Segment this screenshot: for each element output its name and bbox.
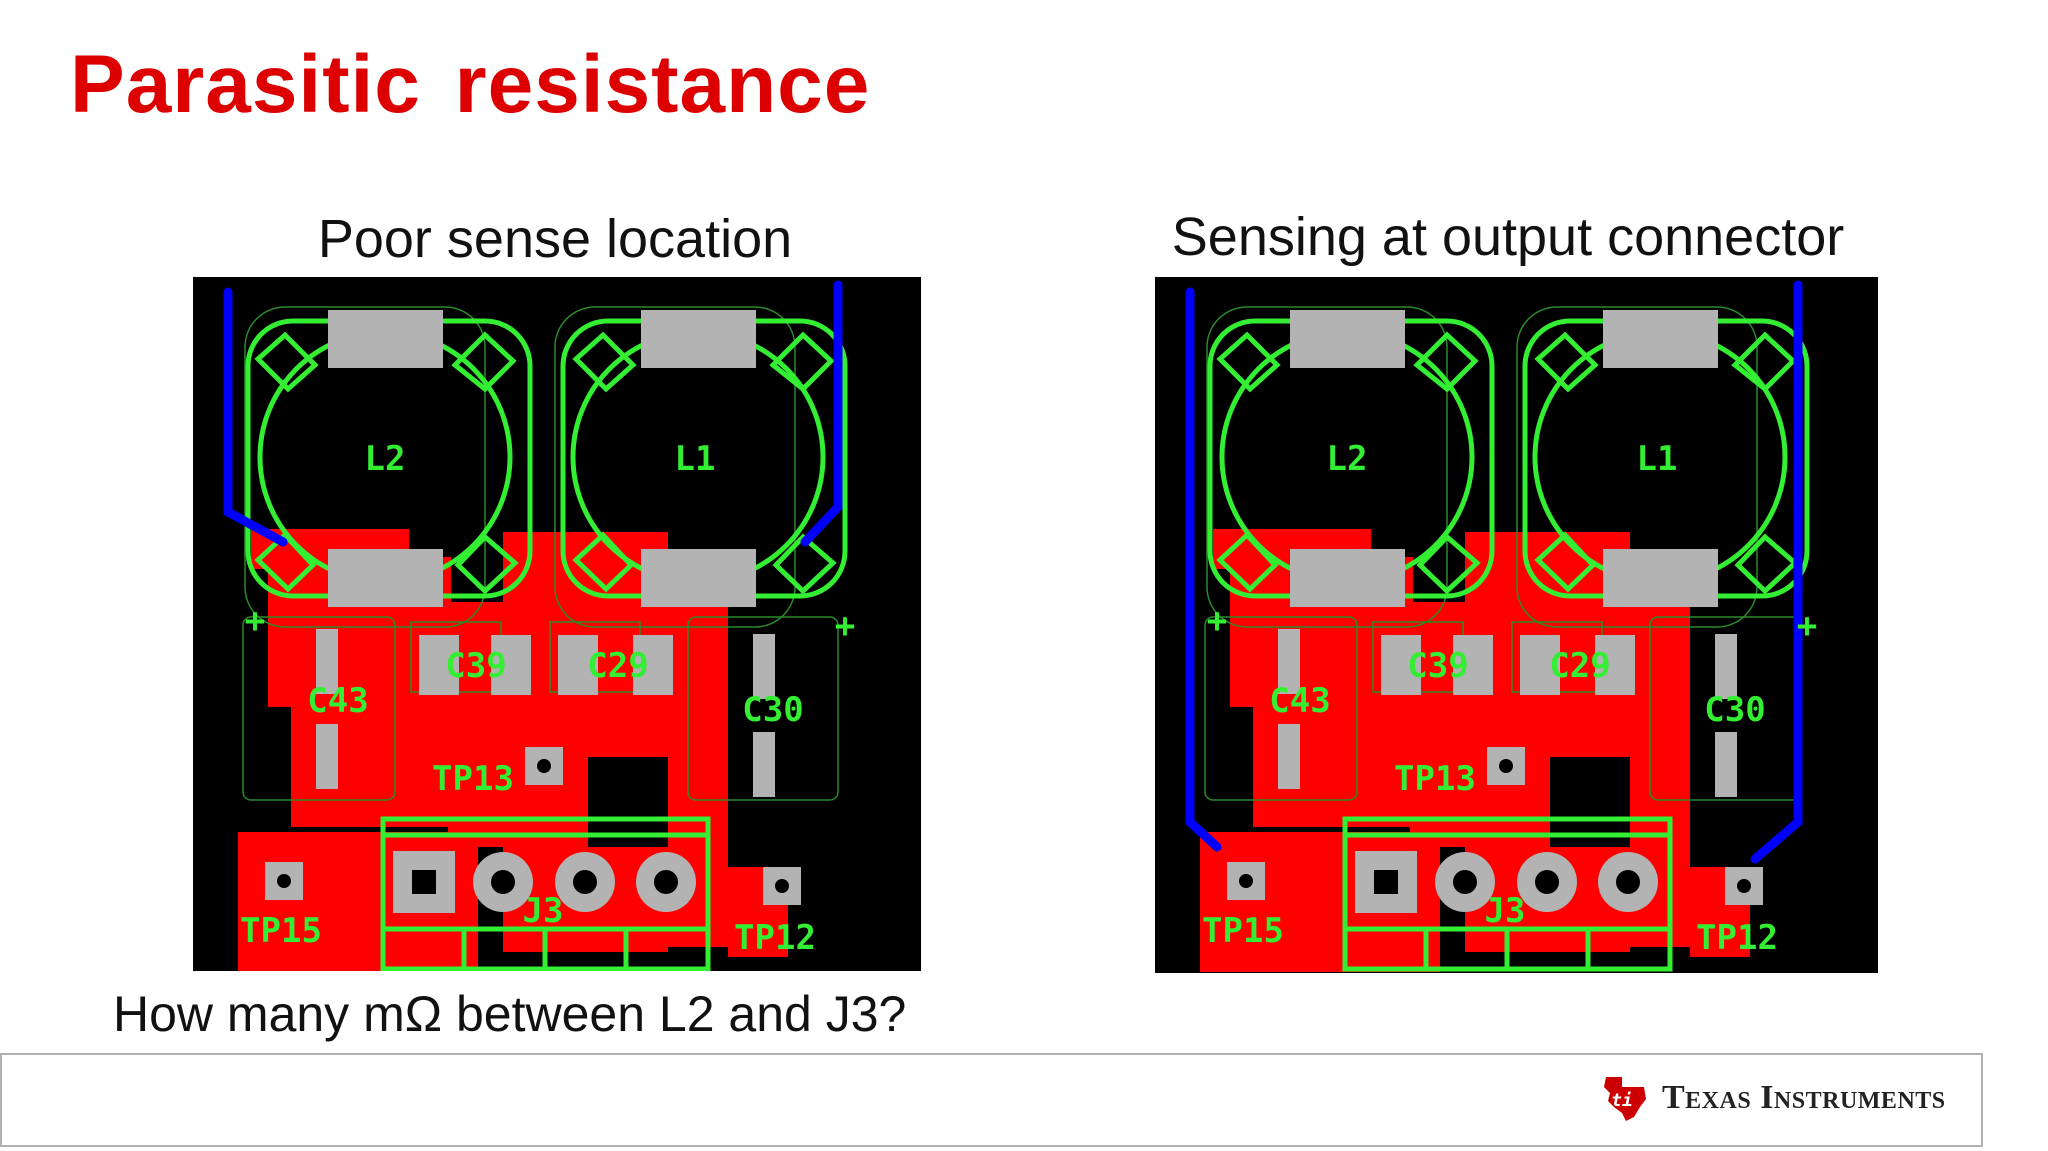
svg-text:ti: ti [1611, 1090, 1633, 1111]
label-c39: C39 [1407, 646, 1468, 686]
label-l1: L1 [675, 439, 716, 479]
sense-traces [223, 280, 843, 547]
label-l2: L2 [1327, 439, 1368, 479]
texas-state-icon: ti [1604, 1077, 1646, 1121]
label-plus-right: + [1797, 606, 1817, 646]
pcb-layout-good-sense: L2 L1 C43 C39 C29 C30 TP13 TP15 TP12 J3 … [1155, 277, 1878, 973]
label-c30: C30 [1704, 690, 1765, 730]
right-panel-caption: Sensing at output connector [1171, 207, 1845, 267]
ti-logo: ti Texas Instruments [1600, 1072, 1946, 1124]
connector-j3 [1342, 816, 1673, 972]
label-plus-left: + [1207, 601, 1227, 641]
label-plus-left: + [245, 601, 265, 641]
label-l2: L2 [365, 439, 406, 479]
label-tp15: TP15 [1202, 911, 1284, 951]
label-tp12: TP12 [734, 918, 816, 958]
label-tp13: TP13 [432, 759, 514, 799]
question-text: How many mΩ between L2 and J3? [113, 986, 907, 1042]
label-j3: J3 [523, 891, 564, 931]
label-c29: C29 [1549, 646, 1610, 686]
label-c39: C39 [445, 646, 506, 686]
label-c29: C29 [587, 646, 648, 686]
pcb-layout-poor-sense: L2 L1 C43 C39 C29 C30 TP13 TP15 TP12 J3 … [193, 277, 921, 971]
label-plus-right: + [835, 606, 855, 646]
connector-j3 [380, 816, 711, 971]
label-l1: L1 [1637, 439, 1678, 479]
label-c43: C43 [307, 681, 368, 721]
label-tp12: TP12 [1696, 918, 1778, 958]
footer-bar [0, 1053, 1983, 1147]
slide-title: Parasitic resistance [70, 39, 871, 130]
pads [1227, 310, 1763, 905]
label-tp13: TP13 [1394, 759, 1476, 799]
left-panel-caption: Poor sense location [317, 209, 793, 269]
label-tp15: TP15 [240, 911, 322, 951]
label-c43: C43 [1269, 681, 1330, 721]
sense-traces [1185, 280, 1803, 864]
label-j3: J3 [1485, 891, 1526, 931]
label-c30: C30 [742, 690, 803, 730]
ti-wordmark: Texas Instruments [1662, 1079, 1946, 1116]
